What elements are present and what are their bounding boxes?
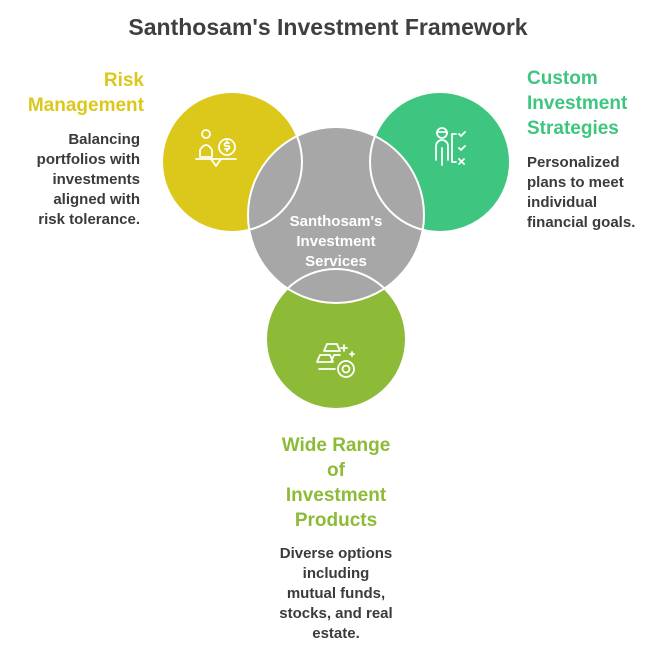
custom-heading-line: Strategies <box>527 118 619 139</box>
products-heading: Wide Range of Investment Products <box>236 433 436 533</box>
risk-description: Balancing portfolios with investments al… <box>10 130 140 230</box>
center-label: Santhosam's Investment Services <box>261 212 411 272</box>
products-heading-line: Wide Range <box>281 435 391 456</box>
risk-desc-line: aligned with <box>53 191 140 208</box>
products-desc-line: mutual funds, <box>286 585 386 602</box>
custom-desc-line: plans to meet <box>527 174 624 191</box>
custom-circle-outline <box>369 91 511 233</box>
balance-scale-icon <box>195 129 237 167</box>
strategy-checklist-icon <box>435 127 466 166</box>
custom-heading-line: Investment <box>527 93 628 114</box>
custom-desc-line: individual <box>527 194 598 211</box>
products-heading-line: Products <box>294 510 378 531</box>
center-label-line: Services <box>305 253 367 270</box>
risk-desc-line: Balancing <box>68 131 140 148</box>
risk-heading-line: Risk <box>103 70 144 91</box>
risk-desc-line: portfolios with <box>36 151 140 168</box>
products-circle <box>266 269 406 409</box>
risk-heading-line: Management <box>27 95 144 116</box>
products-desc-line: estate. <box>312 625 360 642</box>
center-circle-outline <box>247 126 425 304</box>
custom-desc-line: Personalized <box>527 154 620 171</box>
risk-desc-line: risk tolerance. <box>38 211 140 228</box>
risk-desc-line: investments <box>52 171 140 188</box>
products-desc-line: including <box>302 565 370 582</box>
products-circle-outline <box>265 268 407 410</box>
custom-heading: Custom Investment Strategies <box>527 66 652 141</box>
diagram-title: Santhosam's Investment Framework <box>128 14 528 40</box>
custom-description: Personalized plans to meet individual fi… <box>527 153 652 233</box>
gold-bars-icon <box>316 343 355 378</box>
products-heading-line: Investment <box>285 485 387 506</box>
products-description: Diverse options including mutual funds, … <box>236 544 436 644</box>
products-heading-line: of <box>327 460 345 481</box>
center-label-line: Investment <box>296 233 376 250</box>
custom-heading-line: Custom <box>527 68 598 89</box>
risk-circle-outline <box>161 91 303 233</box>
custom-desc-line: financial goals. <box>527 214 636 231</box>
products-desc-line: Diverse options <box>279 545 393 562</box>
center-label-line: Santhosam's <box>289 213 383 230</box>
risk-heading: Risk Management <box>10 68 144 118</box>
products-desc-line: stocks, and real <box>279 605 393 622</box>
center-circle <box>248 127 424 303</box>
